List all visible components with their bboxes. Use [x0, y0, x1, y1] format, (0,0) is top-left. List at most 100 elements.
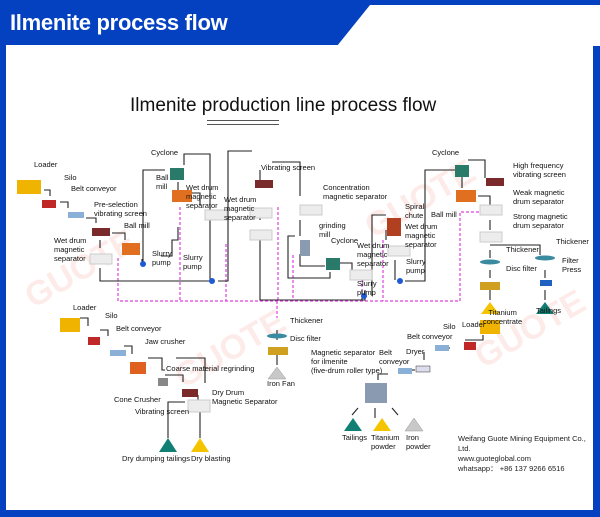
- loader-icon: [60, 318, 80, 332]
- belt-conveyor-icon: [110, 350, 126, 356]
- label-dry-drum-separator: Dry Drum Magnetic Separator: [212, 388, 278, 406]
- jaw-crusher-icon: [130, 362, 146, 374]
- vibrating-screen-icon: [486, 178, 504, 186]
- label-disc-filter: Disc filter: [290, 334, 321, 343]
- ball-mill-icon: [172, 190, 192, 202]
- label-slurry-pump: Slurry pump: [406, 257, 426, 275]
- label-thickener: Thickener: [506, 245, 539, 254]
- wet-drum-separator-icon: [299, 204, 323, 216]
- disc-filter-icon: [480, 282, 500, 290]
- dry-dumping-tailings-icon: [159, 438, 177, 452]
- disc-filter-icon: [268, 347, 288, 355]
- filter-press-icon: [540, 280, 552, 286]
- equipment-icons: [17, 165, 555, 452]
- thickener-icon: [480, 259, 500, 265]
- label-loader: Loader: [34, 160, 58, 169]
- cyclone-icon: [326, 258, 340, 270]
- company-website[interactable]: www.guoteglobal.com: [458, 454, 531, 463]
- slurry-pump-icon: [397, 278, 403, 284]
- wet-drum-separator-icon: [89, 253, 113, 265]
- thickener-icon: [535, 255, 555, 261]
- label-filter-press: Filter Press: [562, 256, 582, 274]
- slurry-pump-icon: [361, 293, 367, 299]
- grinding-mill-icon: [300, 240, 310, 256]
- iron-fan-icon: [267, 366, 287, 380]
- company-name: Weifang Guote Mining Equipment Co., Ltd.: [458, 434, 586, 453]
- dryer-icon: [415, 365, 431, 373]
- label-tailings: Tailings: [342, 433, 368, 442]
- titanium-powder-icon: [373, 418, 391, 431]
- label-jaw-crusher: Jaw crusher: [145, 337, 186, 346]
- label-vibrating-screen: Vibrating screen: [261, 163, 316, 172]
- label-silo: Silo: [443, 322, 456, 331]
- label-loader: Loader: [462, 320, 486, 329]
- belt-conveyor-icon: [68, 212, 84, 218]
- label-slurry-pump: Slurry pump: [183, 253, 203, 271]
- slurry-pump-icon: [140, 261, 146, 267]
- ball-mill-icon: [456, 190, 476, 202]
- label-silo: Silo: [64, 173, 77, 182]
- label-belt-conveyor: Belt conveyor: [116, 324, 162, 333]
- label-cyclone: Cyclone: [151, 148, 179, 157]
- label-grinding-mill: grinding mill: [319, 221, 346, 239]
- titanium-concentrate-icon: [481, 302, 499, 314]
- wet-drum-separator-icon: [349, 269, 373, 281]
- label-belt-conveyor: Belt conveyor: [71, 184, 117, 193]
- ball-mill-icon: [122, 243, 140, 255]
- belt-conveyor-icon: [435, 345, 449, 351]
- silo-icon: [464, 342, 476, 350]
- cone-crusher-icon: [158, 378, 168, 386]
- label-high-frequency-screen: High frequency vibrating screen: [513, 161, 566, 179]
- vibrating-screen-icon: [255, 180, 273, 188]
- label-belt-conveyor: Belt conveyor: [407, 332, 453, 341]
- tailings-icon: [536, 302, 554, 314]
- label-loader: Loader: [73, 303, 97, 312]
- label-thickener: Thickener: [290, 316, 323, 325]
- wet-drum-separator-icon: [479, 204, 503, 216]
- cyclone-icon: [455, 165, 469, 177]
- silo-icon: [42, 200, 56, 208]
- label-ball-mill: Ball mill: [124, 221, 150, 230]
- title-underline: [207, 120, 279, 125]
- loader-icon: [17, 180, 41, 194]
- label-wet-drum-separator: Wet drum magnetic separator: [357, 241, 390, 268]
- iron-flow-lines: [117, 207, 480, 318]
- label-pre-selection-screen: Pre-selection vibrating screen: [94, 200, 147, 218]
- slurry-pump-icon: [209, 278, 215, 284]
- label-ball-mill: Ball mill: [156, 173, 169, 191]
- label-spiral-chute: Spiral chute: [405, 202, 425, 220]
- label-vibrating-screen: Vibrating screen: [135, 407, 190, 416]
- label-titanium-powder: Titanium powder: [371, 433, 400, 451]
- loader-icon: [480, 320, 500, 334]
- label-cone-crusher: Cone Crusher: [114, 395, 161, 404]
- label-coarse-regrinding: Coarse material regrinding: [166, 364, 255, 373]
- label-thickener: Thickener: [556, 237, 589, 246]
- label-dry-dumping-tailings: Dry dumping tailings: [122, 454, 190, 463]
- label-iron-fan: Iron Fan: [267, 379, 295, 388]
- vibrating-screen-icon: [182, 389, 198, 397]
- label-wet-drum-separator: Wet drum magnetic separator: [186, 183, 219, 210]
- label-cyclone: Cyclone: [331, 236, 359, 245]
- label-disc-filter: Disc filter: [506, 264, 537, 273]
- dry-blasting-icon: [191, 438, 209, 452]
- label-belt-conveyor: Belt conveyor: [379, 348, 410, 366]
- dry-drum-separator-icon: [187, 399, 211, 413]
- spiral-chute-icon: [387, 218, 401, 236]
- tailings-icon: [344, 418, 362, 431]
- label-cyclone: Cyclone: [432, 148, 460, 157]
- label-dry-blasting: Dry blasting: [191, 454, 231, 463]
- cyclone-icon: [170, 168, 184, 180]
- five-drum-magnetic-separator-icon: [365, 383, 387, 403]
- diagram-title: Ilmenite production line process flow: [130, 95, 437, 116]
- belt-conveyor-icon: [398, 368, 412, 374]
- label-wet-drum-separator: Wet drum magnetic separator: [54, 236, 87, 263]
- label-wet-drum-separator: Wet drum magnetic separator: [224, 195, 257, 222]
- wet-drum-separator-icon: [249, 207, 273, 219]
- wet-drum-separator-icon: [387, 245, 411, 257]
- header-notch: [337, 5, 600, 46]
- iron-powder-icon: [404, 417, 424, 432]
- label-slurry-pump: Slurry pump: [357, 279, 377, 297]
- label-weak-magnetic-separator: Weak magnetic drum separator: [513, 188, 565, 206]
- company-whatsapp: whatsapp： +86 137 9266 6516: [458, 464, 565, 473]
